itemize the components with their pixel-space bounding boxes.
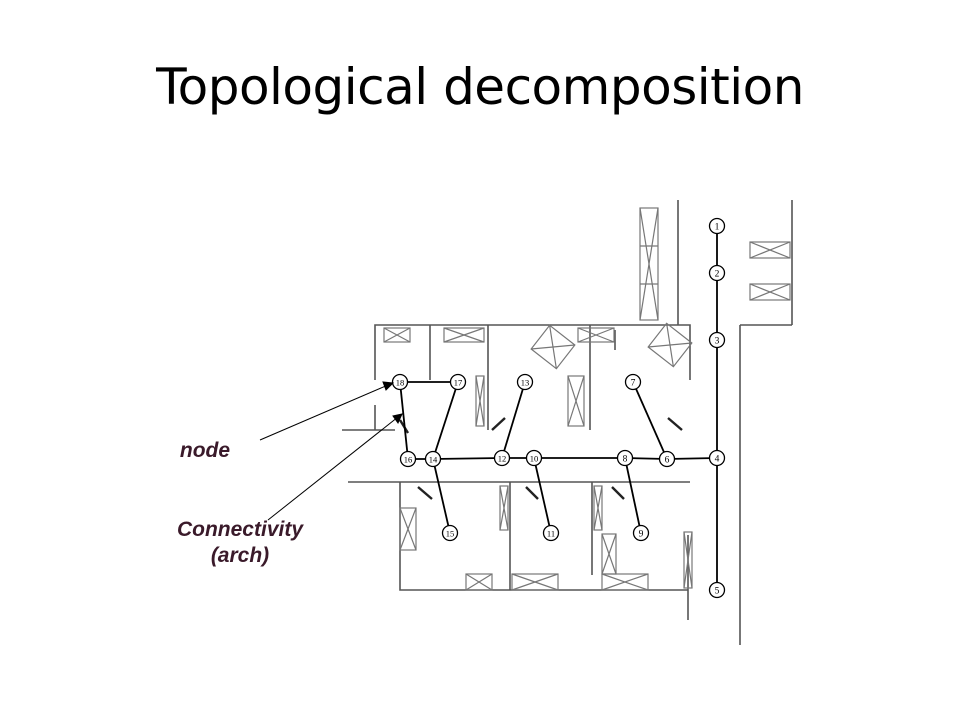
graph-node-label: 18 <box>396 378 405 388</box>
furniture-item <box>465 573 493 591</box>
graph-node-10: 10 <box>525 449 543 467</box>
graph-node-label: 11 <box>547 529 555 539</box>
node-arrow-head <box>382 381 395 391</box>
graph-node-9: 9 <box>632 524 650 542</box>
graph-node-13: 13 <box>516 373 534 391</box>
graph-node-label: 2 <box>715 270 720 280</box>
furniture-item <box>601 533 617 575</box>
connectivity-arrow-line <box>267 416 399 521</box>
callout-arrows <box>259 381 403 521</box>
graph-node-label: 8 <box>623 455 628 465</box>
furniture <box>383 207 791 591</box>
connectivity-label-line1: Connectivity <box>176 518 304 541</box>
graph-node-7: 7 <box>624 373 642 391</box>
graph-node-label: 16 <box>404 455 413 465</box>
graph-edge-12-14 <box>432 457 503 460</box>
furniture-item <box>601 573 649 591</box>
furniture-item <box>511 573 559 591</box>
furniture-item <box>475 375 485 427</box>
graph-edge-16-18 <box>399 381 409 460</box>
graph-node-label: 14 <box>429 455 438 465</box>
graph-node-11: 11 <box>542 524 560 542</box>
graph-node-14: 14 <box>424 450 442 468</box>
furniture-item <box>399 507 417 551</box>
furniture-item <box>499 485 509 531</box>
floor-plan-walls <box>342 200 793 645</box>
connectivity-label-line2: (arch) <box>210 544 270 567</box>
furniture-item <box>639 207 659 321</box>
graph-node-label: 5 <box>715 587 720 597</box>
graph-edge-6-7 <box>632 381 668 460</box>
graph-edge-10-11 <box>533 457 552 534</box>
graph-node-label: 10 <box>530 454 539 464</box>
graph-node-8: 8 <box>616 449 634 467</box>
graph-node-label: 17 <box>454 378 463 388</box>
graph-edge-14-15 <box>432 458 451 534</box>
graph-node-3: 3 <box>708 331 726 349</box>
furniture-item <box>443 327 485 343</box>
furniture-item <box>593 485 603 531</box>
furniture-item <box>383 327 411 343</box>
graph-node-17: 17 <box>449 373 467 391</box>
graph-node-18: 18 <box>391 373 409 391</box>
graph-node-label: 4 <box>715 455 720 465</box>
graph-edge-12-13 <box>501 381 526 459</box>
graph-node-12: 12 <box>493 449 511 467</box>
graph-node-label: 12 <box>498 454 507 464</box>
graph-node-label: 6 <box>665 456 670 466</box>
furniture-item <box>749 241 791 259</box>
graph-edge-14-17 <box>432 381 459 460</box>
graph-node-label: 13 <box>521 378 530 388</box>
graph-edge-4-6 <box>666 457 718 460</box>
furniture-item <box>530 324 576 370</box>
graph-edge-8-9 <box>624 457 642 534</box>
graph-node-1: 1 <box>708 217 726 235</box>
graph-node-label: 1 <box>715 223 720 233</box>
node-label: node <box>179 439 231 462</box>
node-arrow-line <box>259 384 389 441</box>
graph-node-label: 7 <box>631 379 636 389</box>
graph-node-2: 2 <box>708 264 726 282</box>
furniture-item <box>567 375 585 427</box>
graph-node-label: 9 <box>639 530 644 540</box>
connectivity-label: Connectivity (arch) <box>150 517 330 569</box>
graph-node-5: 5 <box>708 581 726 599</box>
graph-node-4: 4 <box>708 449 726 467</box>
connectivity-arrow-head <box>392 413 403 425</box>
graph-node-16: 16 <box>399 450 417 468</box>
slide-title: Topological decomposition <box>156 58 804 116</box>
furniture-item <box>749 283 791 301</box>
graph-node-6: 6 <box>658 450 676 468</box>
doors <box>398 417 683 500</box>
graph-node-label: 15 <box>446 529 455 539</box>
furniture-item <box>683 531 693 589</box>
graph-node-15: 15 <box>441 524 459 542</box>
furniture-item <box>577 327 615 343</box>
graph-node-label: 3 <box>715 337 720 347</box>
furniture-item <box>647 322 693 368</box>
